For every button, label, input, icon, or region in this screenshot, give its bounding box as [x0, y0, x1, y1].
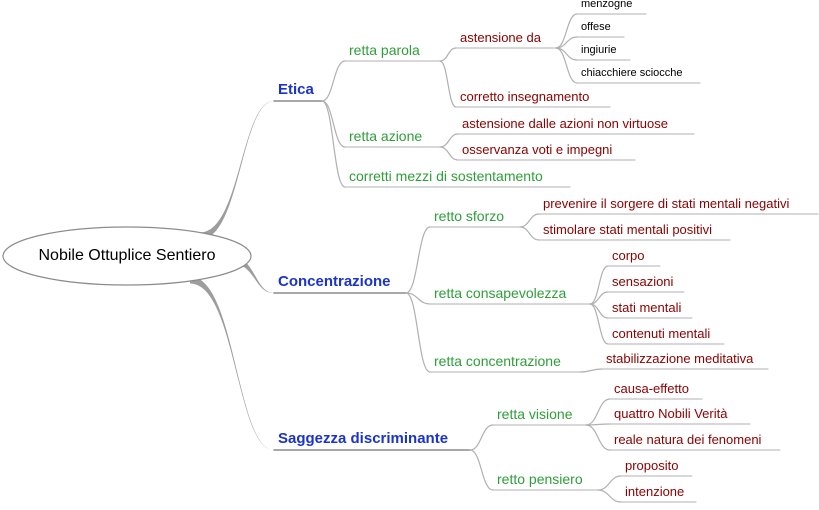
connector-astensione-dalle-azioni-non-virtuose [439, 133, 459, 148]
node-retta-parola[interactable]: retta parola [349, 42, 420, 58]
connector-astensione-da [439, 47, 457, 62]
node-corretti-mezzi-di-sostentamento[interactable]: corretti mezzi di sostentamento [349, 168, 543, 184]
node-corretto-insegnamento[interactable]: corretto insegnamento [460, 89, 590, 104]
node-osservanza-voti-e-impegni[interactable]: osservanza voti e impegni [462, 142, 613, 157]
connector-menzogne [555, 13, 578, 49]
connector-contenuti-mentali [589, 303, 609, 345]
connector-proposito [597, 475, 622, 491]
node-prevenire-il-sorgere-di-stati-mentali-negativi[interactable]: prevenire il sorgere di stati mentali ne… [543, 196, 790, 211]
root-label: Nobile Ottuplice Sentiero [38, 247, 216, 264]
node-astensione-dalle-azioni-non-virtuose[interactable]: astensione dalle azioni non virtuose [462, 116, 668, 131]
connector-retto-pensiero [469, 449, 494, 491]
node-reale-natura-dei-fenomeni[interactable]: reale natura dei fenomeni [614, 432, 762, 447]
connector-osservanza-voti-e-impegni [439, 146, 459, 161]
connector-corpo [589, 265, 609, 305]
connector-stimolare-stati-mentali-positivi [519, 226, 540, 241]
node-retta-visione[interactable]: retta visione [497, 406, 573, 422]
node-corpo[interactable]: corpo [612, 248, 645, 263]
node-concentrazione[interactable]: Concentrazione [278, 273, 391, 290]
node-retta-consapevolezza[interactable]: retta consapevolezza [434, 285, 567, 301]
connector-causa-effetto [585, 398, 611, 426]
node-menzogne[interactable]: menzogne [581, 0, 633, 10]
node-offese[interactable]: offese [581, 21, 611, 33]
connector-intenzione [597, 489, 622, 503]
node-stabilizzazione-meditativa[interactable]: stabilizzazione meditativa [606, 351, 754, 366]
connector-chiacchiere-sciocche [555, 47, 578, 84]
connector-prevenire-il-sorgere-di-stati-mentali-negativi [519, 213, 540, 228]
node-retta-concentrazione[interactable]: retta concentrazione [434, 353, 561, 369]
root-ellipse [2, 226, 252, 286]
node-retto-sforzo[interactable]: retto sforzo [434, 208, 505, 224]
connector-stabilizzazione-meditativa [579, 368, 603, 373]
node-saggezza-discriminante[interactable]: Saggezza discriminante [278, 430, 449, 447]
node-stati-mentali[interactable]: stati mentali [612, 300, 682, 315]
node-contenuti-mentali[interactable]: contenuti mentali [612, 326, 711, 341]
connector-retta-parola [321, 60, 346, 102]
connector-corretti-mezzi-di-sostentamento [321, 100, 346, 188]
node-chiacchiere-sciocche[interactable]: chiacchiere sciocche [581, 67, 683, 79]
branch-etica [200, 101, 274, 240]
connector-retto-sforzo [405, 226, 431, 294]
node-astensione-da[interactable]: astensione da [460, 30, 541, 45]
connector-corretto-insegnamento [439, 60, 457, 108]
connector-retta-concentrazione [405, 292, 431, 373]
node-retto-pensiero[interactable]: retto pensiero [497, 471, 583, 487]
connector-retta-consapevolezza [405, 292, 431, 305]
branch-saggezza-discriminante [190, 276, 274, 451]
connector-retta-visione [469, 424, 494, 451]
node-sensazioni[interactable]: sensazioni [612, 274, 674, 289]
node-causa-effetto[interactable]: causa-effetto [614, 381, 689, 396]
node-ingiurie[interactable]: ingiurie [581, 44, 617, 56]
node-stimolare-stati-mentali-positivi[interactable]: stimolare stati mentali positivi [543, 222, 713, 237]
node-quattro-nobili-verit[interactable]: quattro Nobili Verità [614, 406, 728, 421]
node-proposito[interactable]: proposito [625, 458, 679, 473]
node-retta-azione[interactable]: retta azione [349, 128, 423, 144]
node-intenzione[interactable]: intenzione [625, 484, 685, 499]
node-etica[interactable]: Etica [278, 81, 314, 98]
connector-reale-natura-dei-fenomeni [585, 424, 611, 451]
root-node[interactable]: Nobile Ottuplice Sentiero [3, 227, 251, 285]
